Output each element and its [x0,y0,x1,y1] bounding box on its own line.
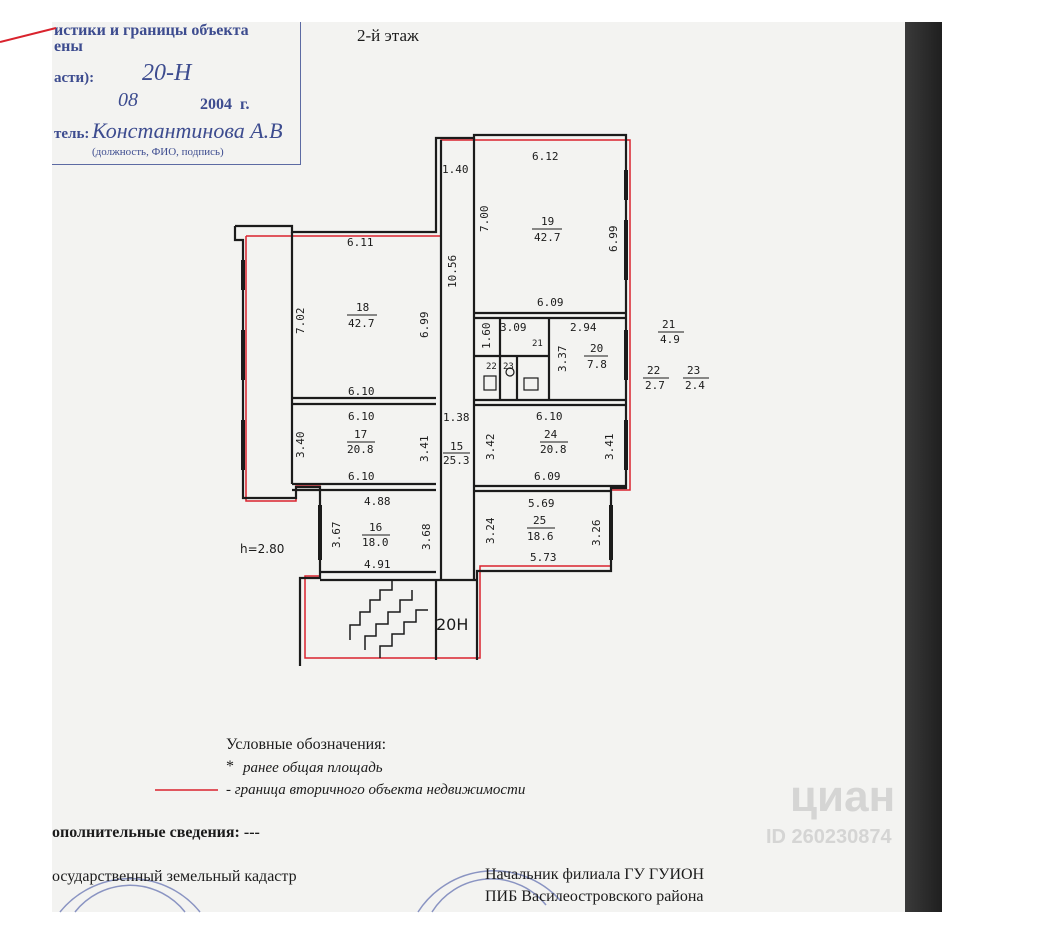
room-16-area: 18.0 [362,536,389,549]
room-25-number: 25 [533,514,546,527]
dim-5-73: 5.73 [530,551,557,564]
room-18-number: 18 [356,301,369,314]
stamp-line2: ены [54,38,83,55]
room-23-number: 23 [503,362,514,372]
unit-label: 20Н [436,615,468,634]
floor-title: 2-й этаж [357,26,419,45]
side-area-legend: 21 4.9 22 2.7 23 2.4 [643,318,709,392]
side-23-number: 23 [687,364,700,377]
side-21-number: 21 [662,318,675,331]
side-23-area: 2.4 [685,379,705,392]
room-19-number: 19 [541,215,554,228]
dim-4-88: 4.88 [364,495,391,508]
stamp-exec-name: Константинова А.В [92,118,283,143]
side-22-number: 22 [647,364,660,377]
dim-6-09a: 6.09 [537,296,564,309]
legend-title: Условные обозначения: [226,736,387,753]
stamp-label-exec: тель: [54,126,90,142]
top-strip [0,0,1053,22]
side-22-area: 2.7 [645,379,665,392]
stamp-line1: истики и границы объекта [54,22,249,39]
watermark-id: ID 260230874 [766,826,892,848]
stamp-year-suffix: г. [240,96,250,113]
room-15-area: 25.3 [443,454,470,467]
room-24-number: 24 [544,428,558,441]
dim-7-00: 7.00 [478,206,491,233]
dim-3-42: 3.42 [484,434,497,461]
dim-6-99a: 6.99 [607,226,620,253]
stairs [349,580,428,658]
round-stamps [59,870,561,913]
room-15-number: 15 [450,440,463,453]
room-17-area: 20.8 [347,443,374,456]
walls [233,133,628,666]
dim-7-02: 7.02 [294,308,307,335]
dim-6-11: 6.11 [347,236,374,249]
stamp-year: 2004 [200,96,232,113]
legend-item1: ранее общая площадь [243,760,383,776]
dim-3-24: 3.24 [484,517,497,544]
page-edge-shadow [905,22,942,912]
dim-6-10d: 6.10 [348,470,375,483]
annotation-arrow [0,27,57,43]
room-24-area: 20.8 [540,443,567,456]
dim-1-38: 1.38 [443,411,470,424]
room-18-area: 42.7 [348,317,375,330]
legend-item2: - граница вторичного объекта недвижимост… [226,782,526,798]
room-17-number: 17 [354,428,367,441]
dim-5-69: 5.69 [528,497,555,510]
dim-6-99b: 6.99 [418,312,431,339]
document-sheet [52,22,942,912]
room-22-number: 22 [486,362,497,372]
dim-3-09: 3.09 [500,321,527,334]
ceiling-height-label: h=2.80 [240,542,284,556]
extra-info: ополнительные сведения: --- [52,824,260,841]
dim-1-40: 1.40 [442,163,469,176]
stamp-label-part: асти): [54,70,95,86]
dim-3-68: 3.68 [420,524,433,551]
dim-6-10c: 6.10 [536,410,563,423]
legend-star: * [226,758,234,775]
dimension-labels: 1.40 6.12 7.00 6.99 6.11 7.02 10.56 6.99… [294,150,620,571]
sanitary-fixtures [483,367,539,391]
dim-6-12: 6.12 [532,150,559,163]
dim-3-41a: 3.41 [418,436,431,463]
stamp-exec-hint: (должность, ФИО, подпись) [92,146,224,158]
dim-3-41b: 3.41 [603,434,616,461]
dim-6-10a: 6.10 [348,385,375,398]
side-21-area: 4.9 [660,333,680,346]
room-25-area: 18.6 [527,530,554,543]
room-20-number: 20 [590,342,603,355]
dim-1-60: 1.60 [480,323,493,350]
watermark-brand: циан [790,772,896,821]
windows [241,170,628,560]
dim-3-37: 3.37 [556,346,569,373]
dim-3-40: 3.40 [294,432,307,459]
dim-3-67: 3.67 [330,522,343,549]
room-16-number: 16 [369,521,382,534]
dim-4-91: 4.91 [364,558,391,571]
stamp-date-month: 08 [118,89,138,111]
room-19-area: 42.7 [534,231,561,244]
stamp-block: истики и границы объекта ены асти): 20-Н… [52,22,301,165]
room-20-area: 7.8 [587,358,607,371]
stamp-value-part: 20-Н [142,60,192,86]
room-labels: 19 42.7 18 42.7 21 20 7.8 22 23 17 20.8 … [347,215,608,549]
dim-6-09b: 6.09 [534,470,561,483]
dim-3-26: 3.26 [590,520,603,547]
dim-2-94: 2.94 [570,321,597,334]
chief-line2: ПИБ Василеостровского района [485,888,704,905]
chief-line1: Начальник филиала ГУ ГУИОН [485,866,705,883]
cadastre-label: осударственный земельный кадастр [52,868,297,885]
room-21-number: 21 [532,339,543,349]
dim-6-10b: 6.10 [348,410,375,423]
dim-10-56: 10.56 [446,255,459,288]
